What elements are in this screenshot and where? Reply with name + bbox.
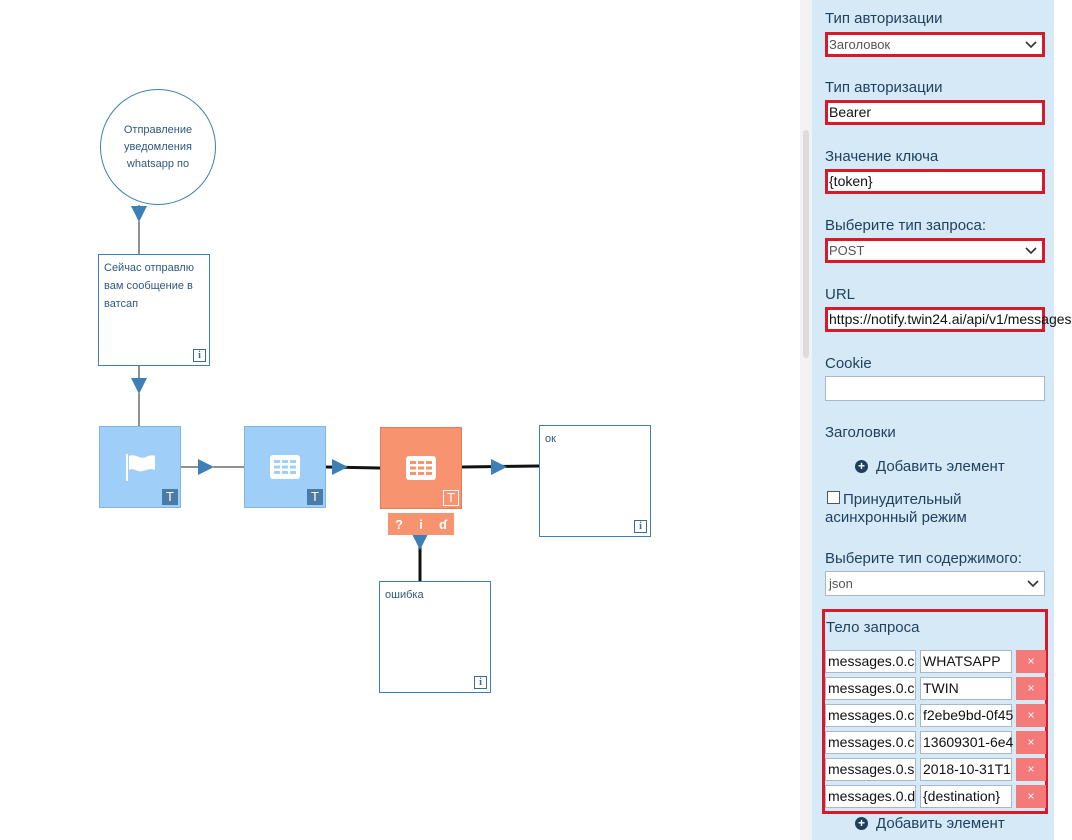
add-header-label: Добавить элемент — [876, 458, 1005, 475]
body-key-input[interactable]: messages.0.c — [825, 731, 916, 754]
request-block-node[interactable]: T — [380, 427, 462, 509]
add-body-row-button[interactable]: + Добавить элемент — [855, 815, 1005, 832]
body-value-input[interactable]: f2ebe9bd-0f45 — [920, 704, 1013, 727]
table-icon — [270, 455, 300, 479]
key-value-input[interactable]: {token} — [825, 169, 1045, 194]
body-value-input[interactable]: 2018-10-31T1 — [920, 758, 1012, 781]
async-mode-checkbox[interactable] — [827, 491, 840, 504]
body-key-input[interactable]: messages.0.c — [825, 677, 916, 700]
link-icon[interactable]: ɗ — [439, 516, 447, 532]
add-body-row-label: Добавить элемент — [876, 815, 1005, 832]
info-icon[interactable]: i — [474, 676, 487, 689]
delete-row-button[interactable]: × — [1016, 785, 1046, 808]
request-type-value: POST — [829, 243, 865, 258]
info-icon[interactable]: i — [634, 520, 647, 533]
request-body-label: Тело запроса — [826, 619, 920, 636]
start-node-label: Отправление уведомления whatsapp по — [123, 123, 193, 170]
async-mode-label-2: асинхронный режим — [825, 509, 967, 526]
content-type-value: json — [829, 576, 853, 591]
body-value-input[interactable]: {destination} — [920, 785, 1012, 808]
ok-node-text: ок — [545, 433, 556, 445]
template-badge: T — [307, 489, 323, 505]
request-body-section — [822, 609, 1048, 814]
auth-scheme-label: Тип авторизации — [825, 79, 943, 96]
node-action-toolbar: ? i ɗ — [388, 513, 454, 535]
auth-scheme-input[interactable]: Bearer — [825, 100, 1045, 125]
body-value-input[interactable]: WHATSAPP — [920, 650, 1012, 673]
flag-icon — [126, 454, 155, 481]
url-input[interactable]: https://notify.twin24.ai/api/v1/messages — [825, 307, 1072, 332]
panel-scrollbar[interactable] — [800, 0, 812, 840]
headers-label: Заголовки — [825, 424, 896, 441]
chevron-down-icon — [1027, 579, 1039, 587]
help-icon[interactable]: ? — [395, 516, 403, 532]
delete-row-button[interactable]: × — [1016, 677, 1046, 700]
plus-icon: + — [855, 460, 868, 473]
body-value-input[interactable]: TWIN — [920, 677, 1012, 700]
chevron-down-icon — [1025, 246, 1037, 254]
body-value-input[interactable]: 13609301-6e4 — [920, 731, 1013, 754]
info-icon[interactable]: i — [193, 349, 206, 362]
add-header-button[interactable]: + Добавить элемент — [855, 458, 1005, 475]
connection-lines — [131, 205, 540, 581]
flow-canvas[interactable]: Отправление уведомления whatsapp по Сейч… — [0, 0, 800, 840]
auth-type-select[interactable]: Заголовок — [825, 32, 1045, 57]
delete-row-button[interactable]: × — [1016, 758, 1046, 781]
request-type-select[interactable]: POST — [825, 238, 1045, 263]
template-badge: T — [443, 490, 459, 506]
chevron-down-icon — [1025, 40, 1037, 48]
body-key-input[interactable]: messages.0.c — [825, 650, 916, 673]
cookie-input[interactable] — [825, 376, 1045, 401]
message-node[interactable]: Сейчас отправлю вам сообщение в ватсап i — [98, 254, 210, 366]
delete-row-button[interactable]: × — [1016, 650, 1046, 673]
settings-panel — [800, 0, 1054, 840]
content-type-label: Выберите тип содержимого: — [825, 550, 1022, 567]
auth-type-label: Тип авторизации — [825, 10, 943, 27]
delete-row-button[interactable]: × — [1016, 731, 1046, 754]
url-label: URL — [825, 286, 856, 303]
request-type-label: Выберите тип запроса: — [825, 217, 987, 234]
async-mode-label-1: Принудительный — [843, 491, 962, 508]
cookie-label: Cookie — [825, 355, 872, 372]
delete-row-button[interactable]: × — [1016, 704, 1046, 727]
content-type-select[interactable]: json — [825, 571, 1045, 596]
async-mode-option[interactable]: Принудительный асинхронный режим — [825, 491, 967, 527]
body-key-input[interactable]: messages.0.c — [825, 704, 916, 727]
error-node[interactable]: ошибка i — [379, 581, 491, 693]
scrollbar-thumb[interactable] — [803, 130, 809, 358]
body-key-input[interactable]: messages.0.s — [825, 758, 916, 781]
key-value-label: Значение ключа — [825, 148, 939, 165]
message-node-text: Сейчас отправлю вам сообщение в ватсап — [104, 262, 194, 310]
template-badge: T — [162, 489, 178, 505]
error-node-text: ошибка — [385, 589, 424, 601]
flag-block-node[interactable]: T — [99, 426, 181, 508]
ok-node[interactable]: ок i — [539, 425, 651, 537]
info-icon[interactable]: i — [419, 516, 423, 532]
table-icon — [406, 456, 436, 480]
body-key-input[interactable]: messages.0.d — [825, 785, 916, 808]
plus-icon: + — [855, 817, 868, 830]
table-block-node[interactable]: T — [244, 426, 326, 508]
start-node[interactable]: Отправление уведомления whatsapp по — [100, 89, 216, 205]
auth-type-value: Заголовок — [829, 37, 891, 52]
